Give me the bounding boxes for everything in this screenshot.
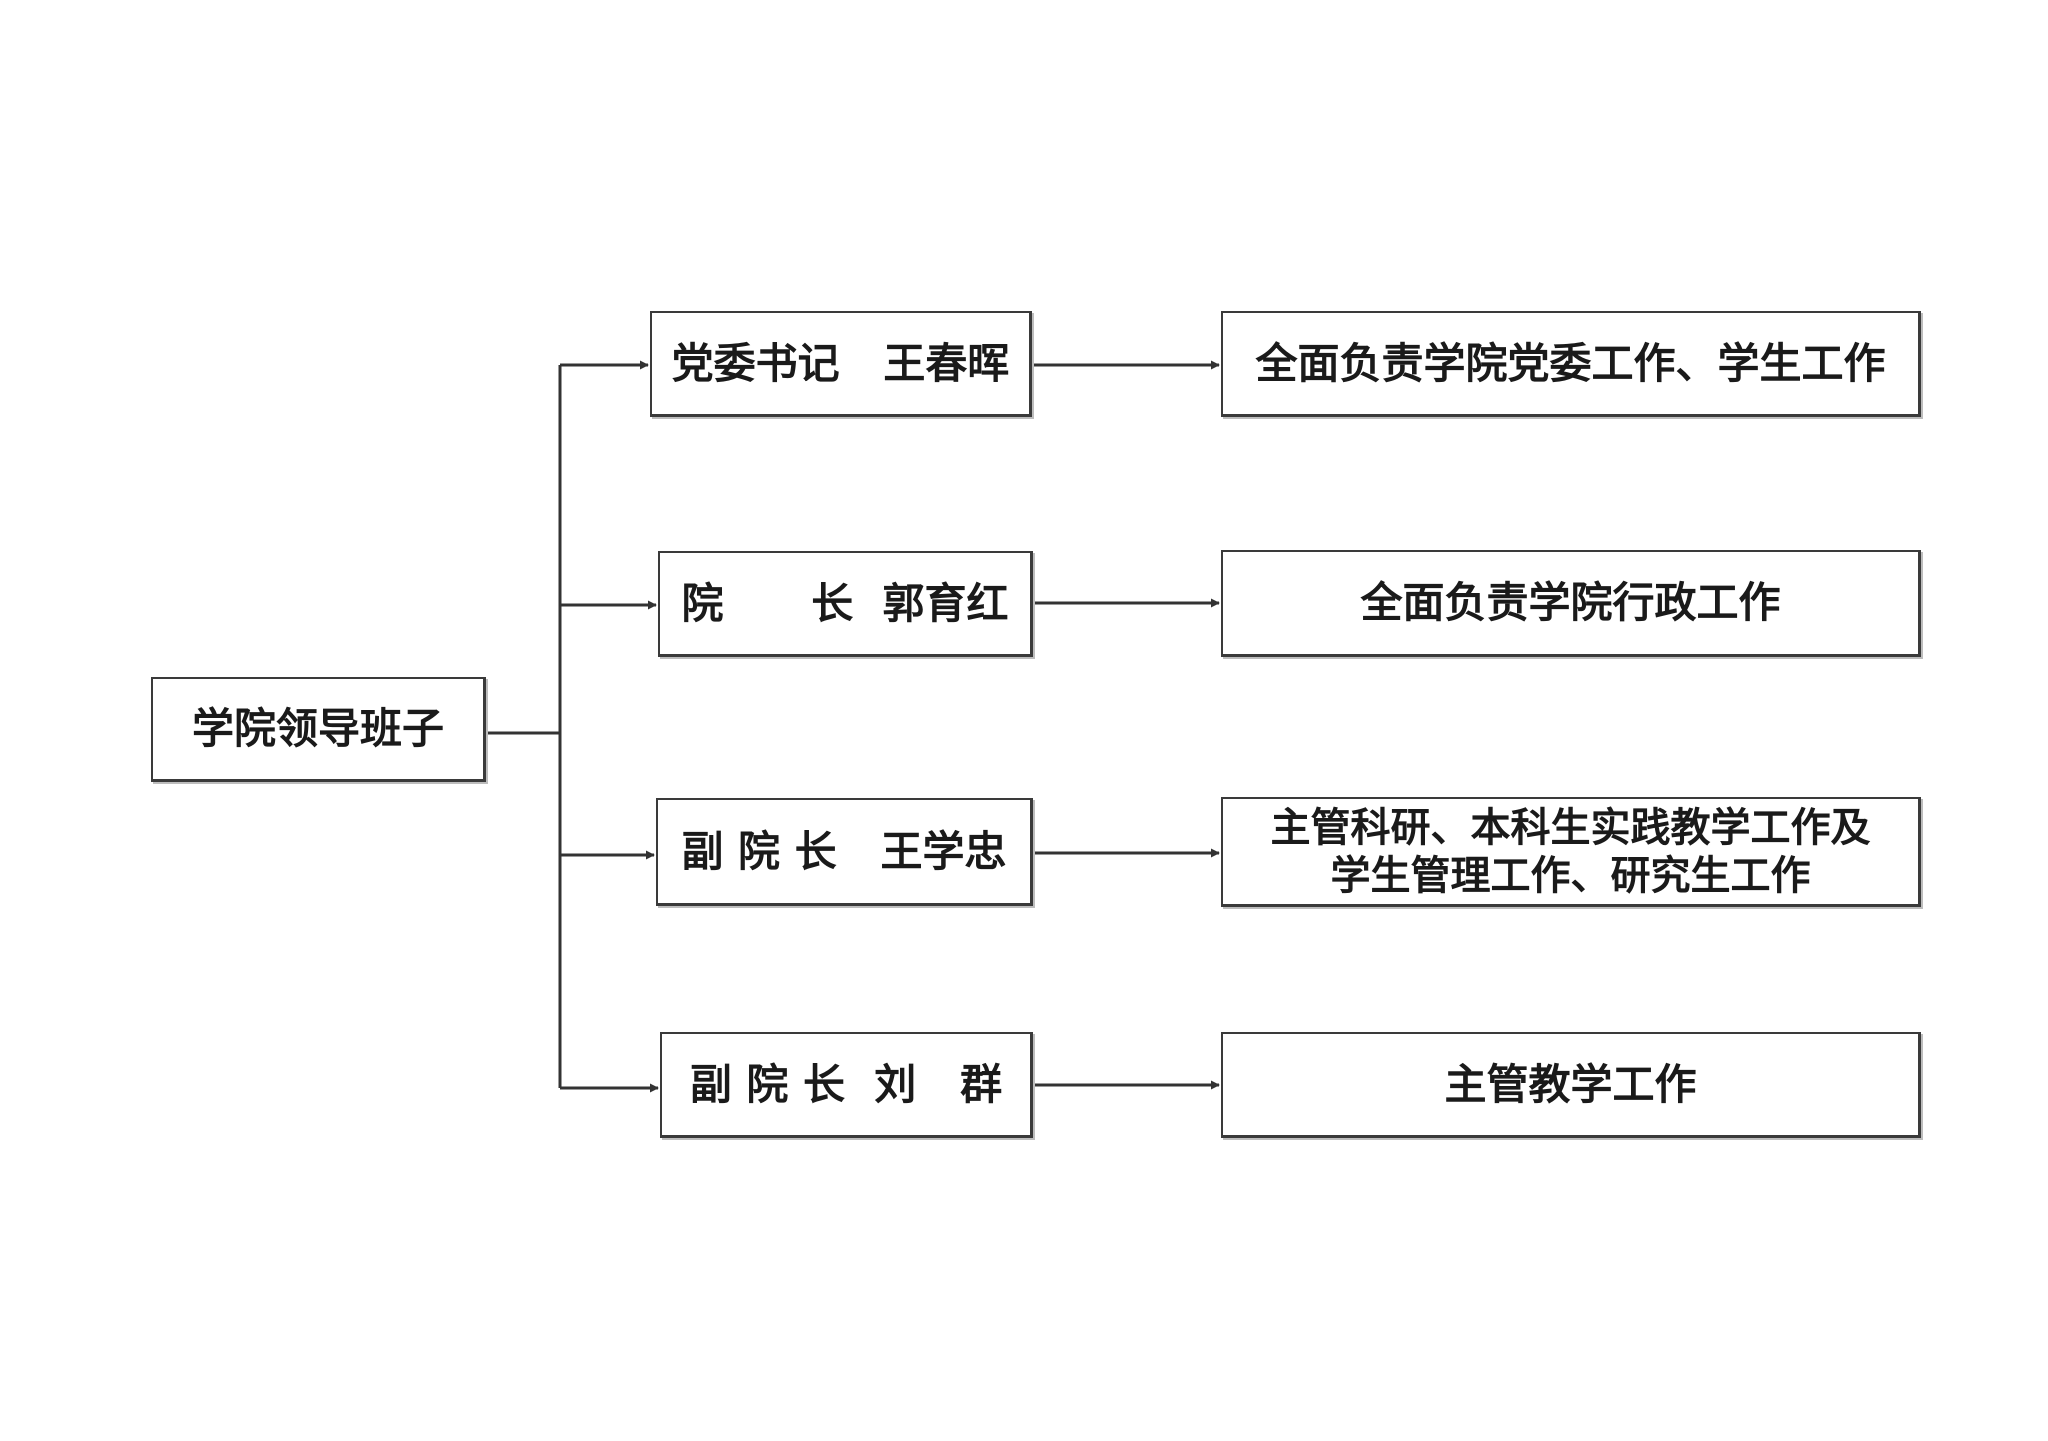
root-node: 学院领导班子: [151, 677, 486, 782]
role-node-label: 院 长 郭育红: [681, 578, 1009, 628]
duty-node-label: 主管科研、本科生实践教学工作及 学生管理工作、研究生工作: [1270, 804, 1871, 899]
role-node-party-secretary: 党委书记 王春晖: [650, 311, 1032, 417]
role-node-vice-dean-1: 副 院 长 王学忠: [656, 798, 1033, 906]
duty-node-label: 全面负责学院行政工作: [1360, 578, 1781, 628]
duty-node-vice-dean-1: 主管科研、本科生实践教学工作及 学生管理工作、研究生工作: [1221, 797, 1921, 907]
role-node-vice-dean-2: 副 院 长 刘 群: [660, 1032, 1033, 1138]
duty-node-vice-dean-2: 主管教学工作: [1221, 1032, 1921, 1138]
duty-node-party-secretary: 全面负责学院党委工作、学生工作: [1221, 311, 1921, 417]
role-node-label: 党委书记 王春晖: [671, 338, 1010, 388]
role-node-label: 副 院 长 王学忠: [681, 826, 1007, 876]
duty-node-dean: 全面负责学院行政工作: [1221, 550, 1921, 657]
duty-node-label: 全面负责学院党委工作、学生工作: [1255, 338, 1886, 388]
root-node-label: 学院领导班子: [191, 704, 444, 754]
role-node-dean: 院 长 郭育红: [658, 551, 1033, 657]
role-node-label: 副 院 长 刘 群: [689, 1059, 1003, 1109]
duty-node-label: 主管教学工作: [1444, 1059, 1697, 1109]
